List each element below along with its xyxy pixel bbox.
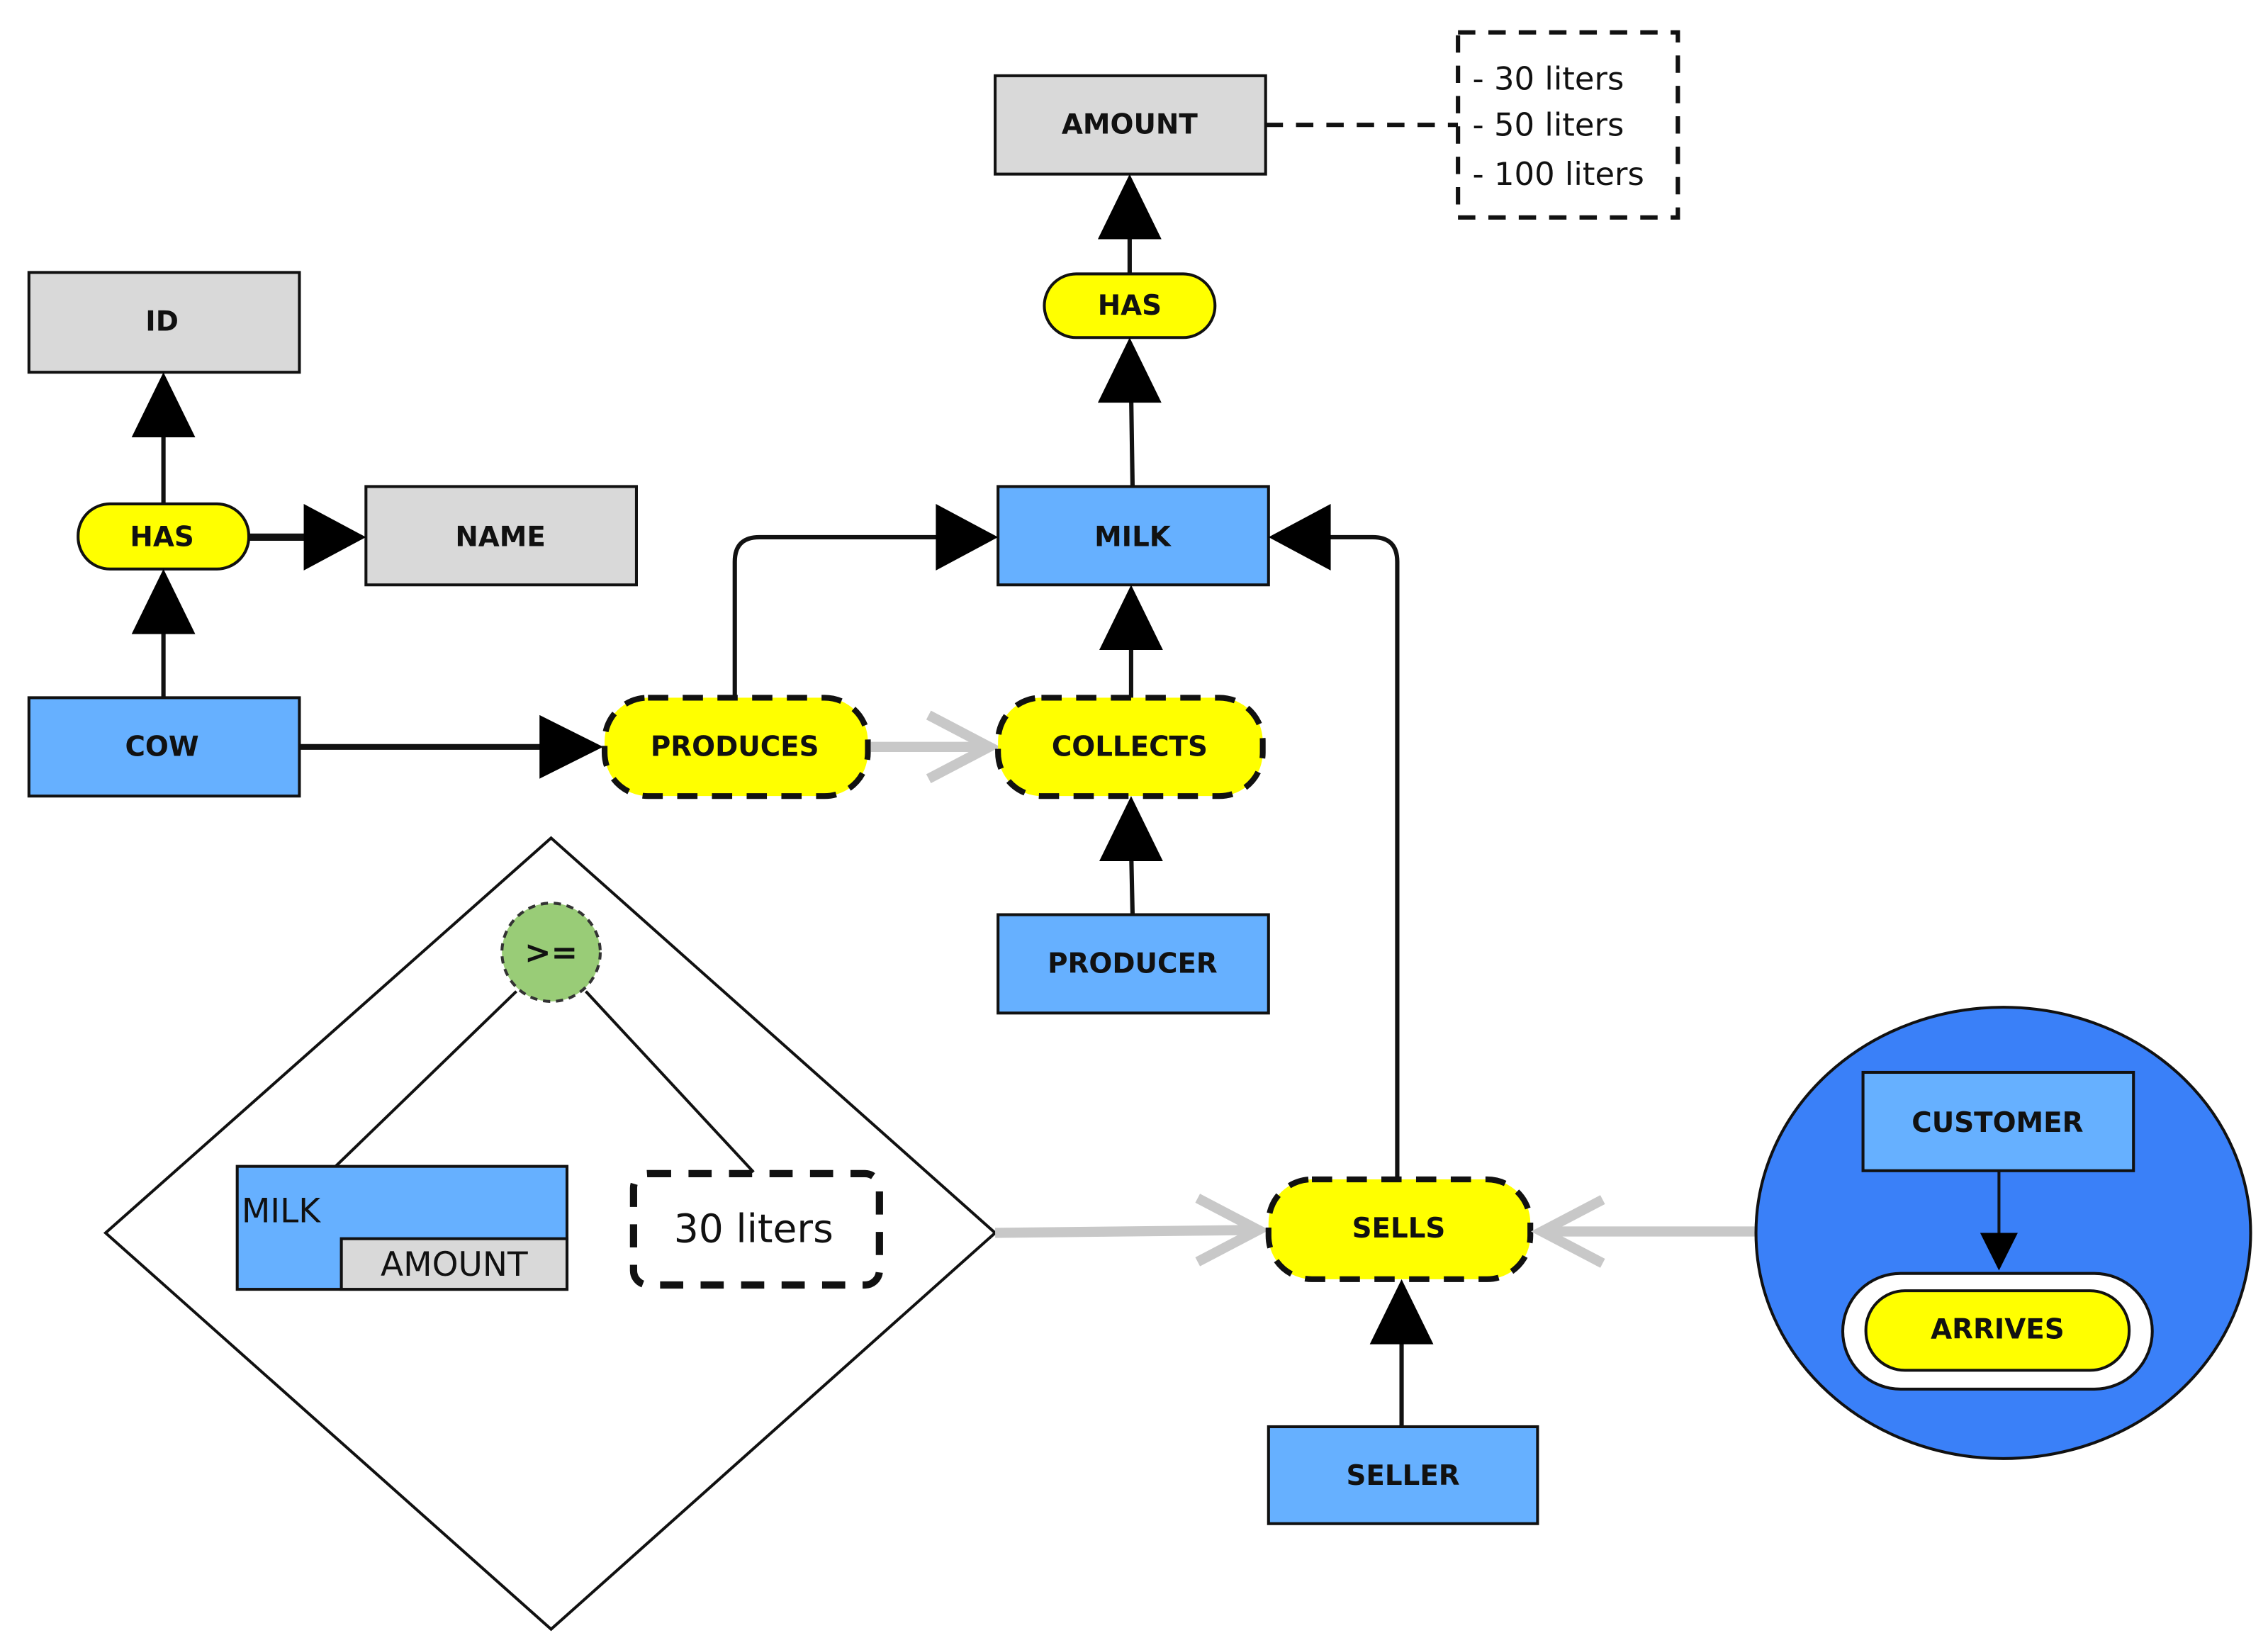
customer-group[interactable]: CUSTOMER ARRIVES	[1754, 1006, 2252, 1460]
edge-has-to-id	[131, 372, 196, 504]
arrowhead-icon	[1099, 796, 1163, 862]
edge-customer-to-arrives	[1980, 1170, 2018, 1271]
condition-milk-amount: MILK AMOUNT	[235, 1164, 569, 1291]
relationship-has-cow[interactable]: HAS	[77, 502, 251, 571]
relationship-has-milk[interactable]: HAS	[1043, 272, 1217, 339]
edge-has-to-amount	[1097, 174, 1162, 274]
entity-cow[interactable]: COW	[27, 696, 301, 798]
amount-values-box: - 30 liters - 50 liters - 100 liters	[1456, 30, 1680, 220]
edge-customer-group-to-sells	[1531, 1195, 1756, 1268]
relationship-arrives[interactable]: ARRIVES	[1841, 1272, 2154, 1391]
attribute-amount-label: AMOUNT	[1062, 109, 1198, 141]
entity-seller[interactable]: SELLER	[1267, 1425, 1539, 1525]
edge-produces-to-collects	[870, 710, 1001, 784]
edge-seller-to-sells	[1369, 1279, 1434, 1427]
condition-value-label: 30 liters	[674, 1206, 833, 1251]
entity-customer[interactable]: CUSTOMER	[1861, 1070, 2135, 1172]
entity-milk[interactable]: MILK	[997, 485, 1270, 587]
condition-attribute-label: AMOUNT	[381, 1245, 528, 1284]
entity-producer[interactable]: PRODUCER	[997, 913, 1270, 1015]
arrowhead-icon	[131, 568, 196, 634]
relationship-has-cow-label: HAS	[130, 521, 193, 553]
relationship-has-milk-label: HAS	[1098, 290, 1162, 322]
edge-producer-to-collects	[1099, 796, 1163, 915]
edge-cow-to-produces	[299, 714, 604, 779]
condition-operator: >=	[500, 902, 602, 1004]
relationship-arrives-label: ARRIVES	[1931, 1314, 2065, 1346]
edge-has-to-name	[249, 503, 366, 571]
attribute-name[interactable]: NAME	[364, 485, 638, 587]
arrowhead-icon	[1097, 337, 1162, 403]
value-100: - 100 liters	[1473, 155, 1644, 193]
arrowhead-icon	[131, 372, 196, 438]
condition-left-link	[335, 990, 517, 1168]
arrowhead-icon	[303, 503, 366, 571]
attribute-name-label: NAME	[455, 521, 546, 553]
condition-diamond[interactable]: >= MILK AMOUNT 30 liters	[103, 836, 998, 1632]
edge-condition-to-sells	[995, 1194, 1269, 1267]
arrowhead-icon	[1268, 503, 1331, 571]
condition-value: 30 liters	[629, 1169, 883, 1289]
arrowhead-icon	[539, 714, 604, 779]
edge-sells-to-milk	[1268, 503, 1400, 1179]
edge-collects-to-milk	[1099, 585, 1163, 698]
attribute-id-label: ID	[145, 305, 179, 337]
relationship-sells[interactable]: SELLS	[1265, 1176, 1534, 1282]
operator-label: >=	[524, 933, 578, 971]
edge-milk-to-has	[1097, 337, 1162, 487]
arrowhead-icon	[936, 503, 999, 571]
relationship-collects-label: COLLECTS	[1052, 731, 1208, 763]
edge-cow-to-has	[131, 568, 196, 698]
arrowhead-icon	[1980, 1233, 2018, 1271]
condition-right-link	[585, 990, 755, 1174]
attribute-amount[interactable]: AMOUNT	[994, 74, 1267, 176]
arrowhead-icon	[1099, 585, 1163, 651]
relationship-collects[interactable]: COLLECTS	[995, 695, 1266, 799]
arrowhead-icon	[1369, 1279, 1434, 1345]
entity-customer-label: CUSTOMER	[1911, 1107, 2083, 1139]
edge-produces-to-milk	[732, 503, 999, 698]
relationship-produces-label: PRODUCES	[651, 731, 819, 763]
entity-milk-label: MILK	[1094, 521, 1172, 553]
value-30: - 30 liters	[1473, 60, 1624, 97]
entity-cow-label: COW	[125, 731, 198, 763]
condition-entity-label: MILK	[242, 1191, 321, 1230]
entity-producer-label: PRODUCER	[1048, 948, 1218, 980]
attribute-id[interactable]: ID	[27, 271, 301, 374]
entity-seller-label: SELLER	[1347, 1460, 1460, 1492]
relationship-sells-label: SELLS	[1352, 1213, 1446, 1245]
arrowhead-icon	[1097, 174, 1162, 240]
value-50: - 50 liters	[1473, 106, 1624, 144]
relationship-produces[interactable]: PRODUCES	[601, 695, 871, 799]
